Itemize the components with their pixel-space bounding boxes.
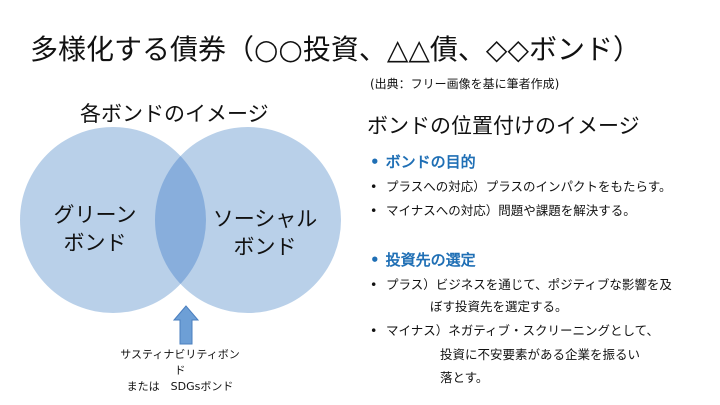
bullet-text: プラス）ビジネスを通じて、ポジティブな影響を及 [386,277,672,292]
bullet-dot: • [370,323,378,338]
bullet-dot: • [370,251,380,269]
green-bond-label-line1: グリーン [53,203,137,227]
bullet-continuation: 落とす。 [440,370,489,385]
caption-line2: または SDGsボンド [126,380,234,393]
list-item: • マイナスへの対応）問題や課題を解決する。 [370,201,636,221]
bullet-dot: • [370,153,380,171]
list-item: • プラス）ビジネスを通じて、ポジティブな影響を及 [370,275,672,295]
social-bond-label-line1: ソーシャル [212,207,318,231]
green-bond-circle [20,127,206,313]
social-bond-circle [155,127,341,313]
green-bond-label-line2: ボンド [63,231,127,255]
diagram-heading: 各ボンドのイメージ [80,102,269,126]
bullet-continuation: 投資に不安要素がある企業を振るい [440,347,641,362]
list-item: • プラスへの対応）プラスのインパクトをもたらす。 [370,177,672,197]
sustainability-bond-caption: サスティナビリティボンド または SDGsボンド [120,347,240,395]
positioning-heading: ボンドの位置付けのイメージ [367,114,640,138]
bullet-text: マイナス）ネガティブ・スクリーニングとして、 [386,323,660,338]
section-title-selection-text: 投資先の選定 [385,251,476,269]
section-title-selection: • 投資先の選定 [370,249,476,270]
bullet-text: マイナスへの対応）問題や課題を解決する。 [386,203,636,218]
bullet-dot: • [370,203,378,218]
bullet-dot: • [370,277,378,292]
slide-title: 多様化する債券（○○投資、△△債、◇◇ボンド） [30,33,641,66]
section-title-purpose-text: ボンドの目的 [385,153,476,171]
social-bond-label: ソーシャル ボンド [205,205,325,261]
bullet-dot: • [370,179,378,194]
green-bond-label: グリーン ボンド [40,201,150,257]
caption-line1: サスティナビリティボンド [120,348,240,377]
section-title-purpose: • ボンドの目的 [370,151,476,172]
source-note: (出典：フリー画像を基に筆者作成) [370,77,560,91]
social-bond-label-line2: ボンド [233,235,297,259]
bullet-text: プラスへの対応）プラスのインパクトをもたらす。 [386,179,672,194]
up-arrow-icon [172,305,200,345]
bullet-continuation: ぼす投資先を選定する。 [430,299,568,314]
list-item: • マイナス）ネガティブ・スクリーニングとして、 [370,321,659,341]
